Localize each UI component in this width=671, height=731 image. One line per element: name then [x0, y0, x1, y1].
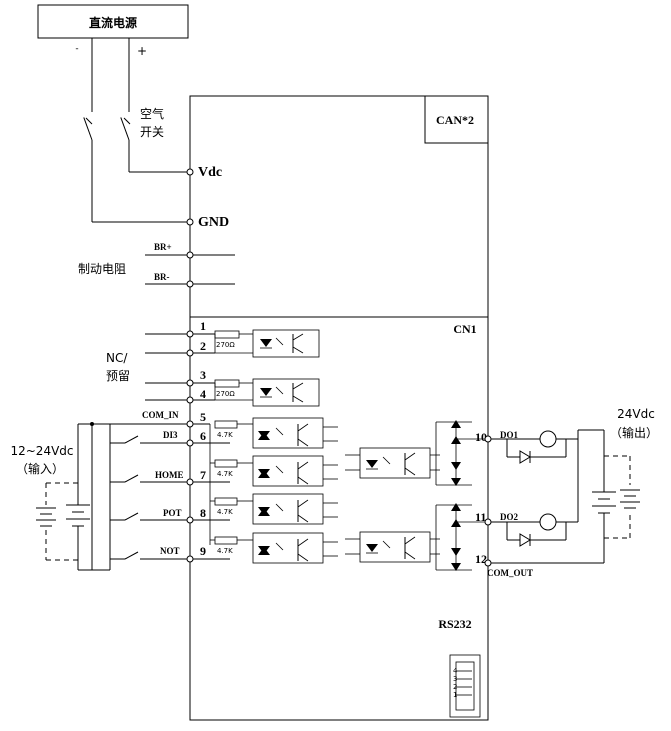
do1-label: DO1 [500, 430, 519, 440]
pin-4-label: 4 [200, 387, 206, 401]
pin-10-label: 10 [475, 430, 487, 444]
can-port-box [424, 95, 489, 144]
air-switch-label-2: 开关 [140, 125, 164, 139]
rs232-label: RS232 [438, 617, 471, 631]
pin-11-label: 11 [475, 510, 486, 524]
not-label: NOT [160, 546, 180, 556]
nc-label-1: NC/ [106, 351, 128, 365]
diode-bridge-do1 [435, 420, 490, 486]
output-battery-icon [592, 490, 616, 520]
r47k-label-4: 4.7K [217, 547, 233, 555]
do1-terminal [484, 435, 492, 443]
digital-input-wiring [78, 424, 230, 571]
input-supply-label-1: 12~24Vdc [10, 444, 73, 458]
pin-2-label: 2 [200, 339, 206, 353]
r47k-label-3: 4.7K [217, 508, 233, 516]
com-in-terminal [186, 420, 194, 428]
drive-body [189, 95, 489, 721]
di3-label: DI3 [163, 430, 178, 440]
input-supply-label-2: （输入） [16, 461, 64, 476]
home-label: HOME [155, 470, 184, 480]
br-plus-label: BR+ [154, 242, 172, 252]
vdc-label: Vdc [198, 165, 222, 180]
com-in-label: COM_IN [142, 410, 179, 420]
nc-pins [145, 330, 253, 404]
com-out-terminal [484, 559, 492, 567]
vdc-terminal [186, 168, 194, 176]
input-battery-alt-icon [36, 482, 78, 561]
output-optocouplers [345, 447, 440, 563]
optocoupler-icon [252, 329, 320, 358]
diode-bridge-do2 [435, 503, 490, 571]
pin-7-label: 7 [200, 468, 206, 482]
pin-9-label: 9 [200, 544, 206, 558]
output-battery-alt-icon [604, 455, 640, 539]
dc-power-box [37, 4, 189, 39]
rs232-pin-4: 4 [453, 667, 458, 675]
input-battery-icon [66, 498, 90, 532]
pot-label: POT [163, 508, 182, 518]
r47k-label-2: 4.7K [217, 470, 233, 478]
gnd-terminal [186, 218, 194, 226]
dc-power-title: 直流电源 [89, 15, 137, 30]
output-supply-label-2: （输出） [610, 425, 658, 440]
pin-6-label: 6 [200, 429, 206, 443]
pin-8-label: 8 [200, 506, 206, 520]
rs232-pin-2: 2 [453, 683, 457, 691]
r47k-label-1: 4.7K [217, 431, 233, 439]
nc-label-2: 预留 [106, 369, 130, 383]
power-plus-label: + [137, 44, 147, 58]
r270-label-1: 270Ω [216, 341, 235, 349]
r270-label-2: 270Ω [216, 390, 235, 398]
output-load-wiring [491, 429, 605, 564]
power-minus-label: - [75, 44, 78, 54]
gnd-label: GND [198, 215, 229, 230]
air-switch-label-1: 空气 [140, 106, 164, 121]
rs232-pin-3: 3 [453, 675, 457, 683]
rs232-pin-1: 1 [453, 691, 457, 699]
pin-12-label: 12 [475, 552, 487, 566]
pin-1-label: 1 [200, 319, 206, 333]
rs232-connector-icon: 4 3 2 1 [449, 654, 481, 718]
br-minus-label: BR- [154, 272, 170, 282]
pin-3-label: 3 [200, 368, 206, 382]
optocoupler-icon [252, 378, 320, 407]
output-supply-label-1: 24Vdc [617, 407, 655, 421]
com-out-label: COM_OUT [487, 568, 533, 578]
br-minus-terminal [186, 280, 194, 288]
input-optocouplers [210, 417, 338, 564]
cn1-label: CN1 [453, 322, 476, 336]
do2-terminal [484, 518, 492, 526]
can-label: CAN*2 [436, 113, 474, 127]
pin-5-label: 5 [200, 410, 206, 424]
br-plus-terminal [186, 251, 194, 259]
do2-label: DO2 [500, 512, 519, 522]
brake-resistor-label: 制动电阻 [78, 262, 126, 276]
